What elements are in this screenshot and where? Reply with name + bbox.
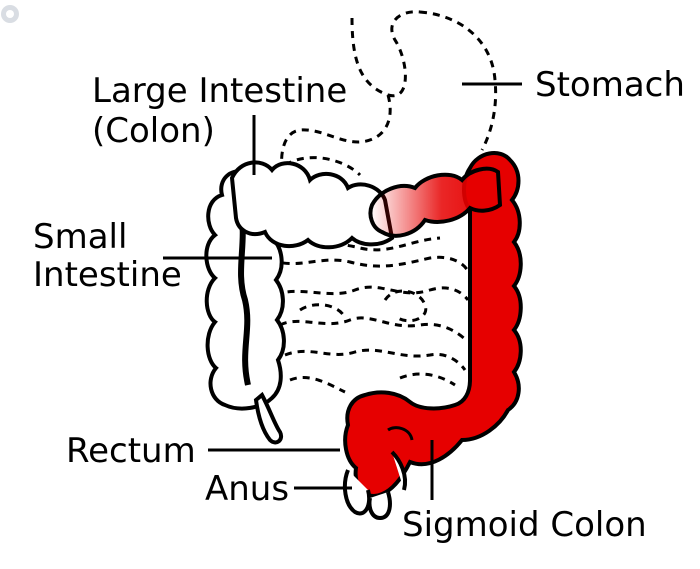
rectum-loops [342, 426, 414, 521]
label-stomach: Stomach [535, 65, 685, 105]
leader-lines [163, 82, 522, 500]
label-large-intestine-line2: (Colon) [92, 111, 215, 151]
descending-colon-highlight [343, 151, 523, 499]
label-small-intestine-line1: Small [33, 217, 127, 257]
label-large-intestine-line1: Large Intestine [92, 71, 347, 111]
label-small-intestine-line2: Intestine [33, 255, 182, 295]
label-anus: Anus [205, 469, 289, 509]
top-doctors-logo-icon [1, 5, 19, 23]
label-rectum: Rectum [66, 431, 196, 471]
transverse-colon [229, 160, 395, 250]
stomach-outline [280, 10, 498, 171]
label-sigmoid-colon: Sigmoid Colon [402, 505, 647, 545]
